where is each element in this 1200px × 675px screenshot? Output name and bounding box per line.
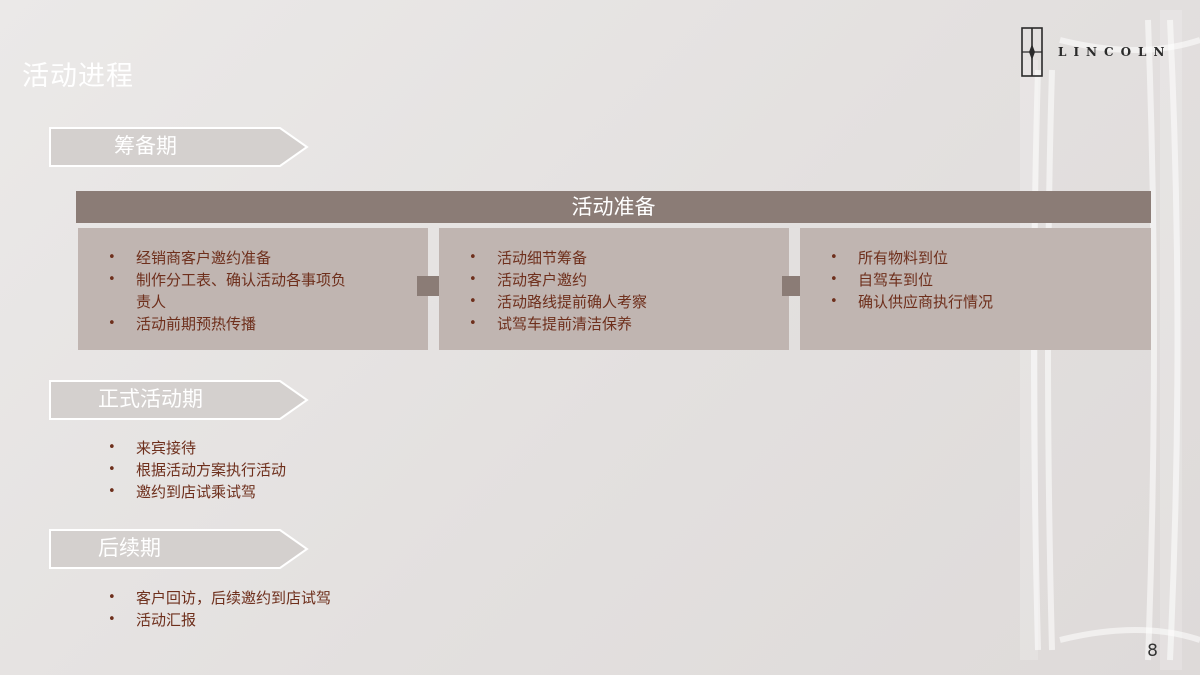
page-title: 活动进程 [22, 61, 134, 92]
list-item: 自驾车到位 [830, 269, 1151, 291]
list-item: 经销商客户邀约准备 [108, 247, 348, 269]
phase-tab-formal: 正式活动期 [48, 379, 310, 421]
list-item: 客户回访，后续邀约到店试驾 [108, 587, 331, 609]
phase-label-prep: 筹备期 [114, 134, 177, 158]
list-item: 试驾车提前清洁保养 [469, 313, 789, 335]
prep-header-bar: 活动准备 [76, 191, 1151, 223]
list-item: 根据活动方案执行活动 [108, 459, 286, 481]
list-item: 制作分工表、确认活动各事项负责人 [108, 269, 348, 313]
list-item: 确认供应商执行情况 [830, 291, 1151, 313]
list-item: 活动汇报 [108, 609, 331, 631]
follow-list: 客户回访，后续邀约到店试驾 活动汇报 [108, 587, 331, 631]
list-item: 来宾接待 [108, 437, 286, 459]
phase-tab-prep: 筹备期 [48, 126, 310, 168]
prep-box-1: 经销商客户邀约准备 制作分工表、确认活动各事项负责人 活动前期预热传播 [78, 228, 428, 350]
list-item: 活动路线提前确人考察 [469, 291, 789, 313]
phase-tab-shape [49, 380, 309, 420]
phase-tab-follow: 后续期 [48, 528, 310, 570]
list-item: 活动客户邀约 [469, 269, 789, 291]
phase-tab-shape [49, 127, 309, 167]
list-item: 所有物料到位 [830, 247, 1151, 269]
page-number: 8 [1147, 641, 1158, 661]
list-item: 邀约到店试乘试驾 [108, 481, 286, 503]
lincoln-logo: LINCOLN [1020, 24, 1171, 80]
phase-label-formal: 正式活动期 [98, 387, 203, 411]
list-item: 活动细节筹备 [469, 247, 789, 269]
logo-wordmark: LINCOLN [1058, 45, 1172, 59]
prep-box-2: 活动细节筹备 活动客户邀约 活动路线提前确人考察 试驾车提前清洁保养 [439, 228, 789, 350]
formal-list: 来宾接待 根据活动方案执行活动 邀约到店试乘试驾 [108, 437, 286, 503]
phase-label-follow: 后续期 [98, 536, 161, 560]
lincoln-star-icon [1021, 27, 1043, 77]
prep-box-3: 所有物料到位 自驾车到位 确认供应商执行情况 [800, 228, 1151, 350]
phase-tab-shape [49, 529, 309, 569]
list-item: 活动前期预热传播 [108, 313, 348, 335]
